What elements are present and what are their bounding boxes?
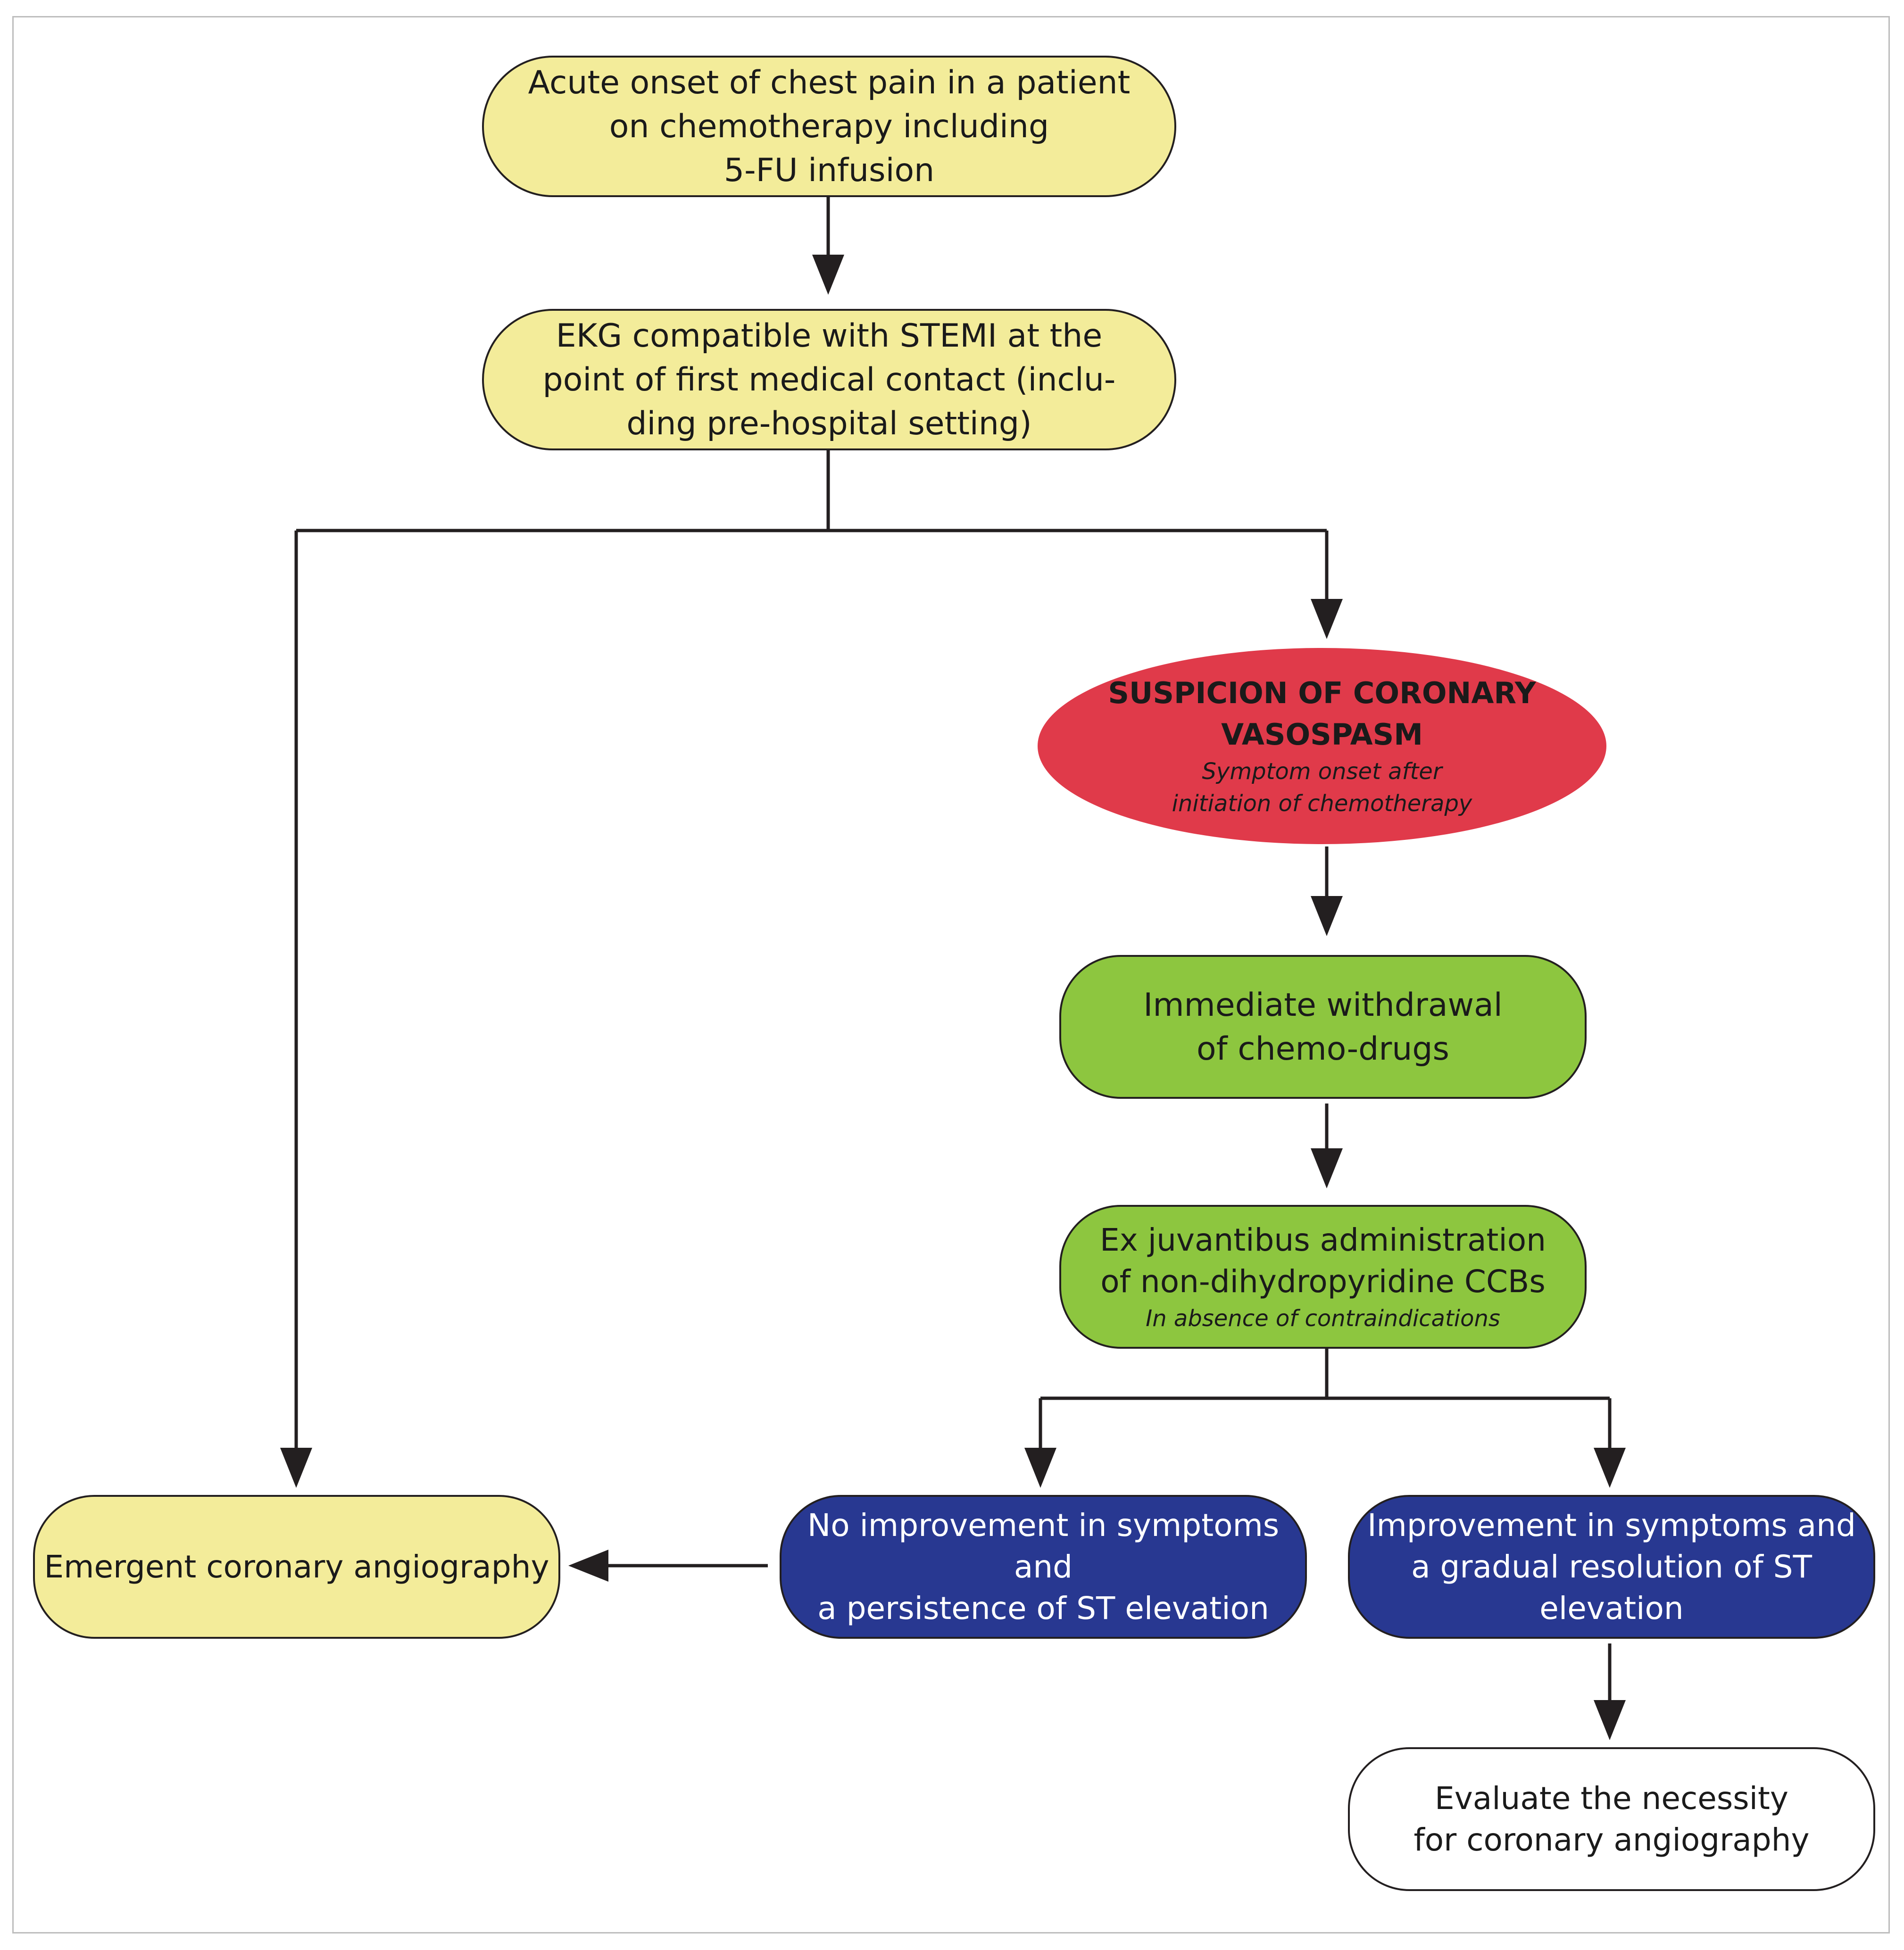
- evaluate-line-2: for coronary angiography: [1413, 1821, 1810, 1858]
- ccb-line-1: Ex juvantibus administration: [1100, 1221, 1546, 1258]
- node-withdrawal: Immediate withdrawal of chemo-drugs: [1059, 955, 1587, 1099]
- arrowhead-ccb: [1311, 1148, 1343, 1188]
- chest-pain-line-1: Acute onset of chest pain in a patient: [528, 64, 1131, 101]
- withdrawal-line-2: of chemo-drugs: [1197, 1030, 1449, 1068]
- arrowhead-improvement: [1594, 1448, 1626, 1488]
- node-angiography: Emergent coronary angiography: [33, 1495, 560, 1639]
- node-chest-pain: Acute onset of chest pain in a patient o…: [482, 56, 1176, 197]
- arrowhead-evaluate: [1594, 1700, 1626, 1740]
- no-improvement-line-2: a persistence of ST elevation: [817, 1590, 1269, 1626]
- angiography-line-1: Emergent coronary angiography: [44, 1548, 549, 1585]
- node-ccb: Ex juvantibus administration of non-dihy…: [1059, 1205, 1587, 1349]
- chest-pain-line-3: 5-FU infusion: [723, 151, 935, 189]
- figure-frame: [12, 16, 1890, 1933]
- improvement-line-1: Improvement in symptoms and: [1367, 1507, 1856, 1543]
- suspicion-title-line-2: VASOSPASM: [1221, 717, 1423, 752]
- chest-pain-line-2: on chemotherapy including: [609, 108, 1049, 145]
- node-evaluate: Evaluate the necessity for coronary angi…: [1348, 1747, 1875, 1891]
- improvement-line-2: a gradual resolution of ST elevation: [1411, 1548, 1812, 1626]
- suspicion-note-line-2: initiation of chemotherapy: [1172, 790, 1472, 817]
- arrowhead-ekg: [812, 255, 844, 295]
- ccb-note: In absence of contraindications: [1146, 1305, 1500, 1332]
- suspicion-title-line-1: SUSPICION OF CORONARY: [1108, 676, 1536, 710]
- ekg-line-3: ding pre-hospital setting): [626, 405, 1032, 442]
- ccb-line-2: of non-dihydropyridine CCBs: [1100, 1263, 1546, 1300]
- suspicion-note-line-1: Symptom onset after: [1202, 758, 1442, 785]
- node-suspicion: SUSPICION OF CORONARY VASOSPASM Symptom …: [1038, 648, 1606, 844]
- arrowhead-angiography-side: [568, 1550, 608, 1582]
- node-no-improvement: No improvement in symptoms and a persist…: [780, 1495, 1307, 1639]
- node-ekg: EKG compatible with STEMI at the point o…: [482, 309, 1176, 450]
- ekg-line-1: EKG compatible with STEMI at the: [556, 317, 1103, 355]
- ekg-line-2: point of first medical contact (inclu-: [542, 361, 1116, 398]
- arrowhead-angiography: [280, 1448, 312, 1488]
- arrowhead-withdrawal: [1311, 896, 1343, 936]
- node-improvement: Improvement in symptoms and a gradual re…: [1348, 1495, 1875, 1639]
- evaluate-line-1: Evaluate the necessity: [1435, 1780, 1788, 1817]
- suspicion-ellipse: [1038, 648, 1606, 844]
- no-improvement-line-1: No improvement in symptoms and: [807, 1507, 1280, 1585]
- withdrawal-line-1: Immediate withdrawal: [1143, 986, 1503, 1024]
- arrowhead-suspicion: [1311, 599, 1343, 639]
- arrowhead-no-improvement: [1024, 1448, 1056, 1488]
